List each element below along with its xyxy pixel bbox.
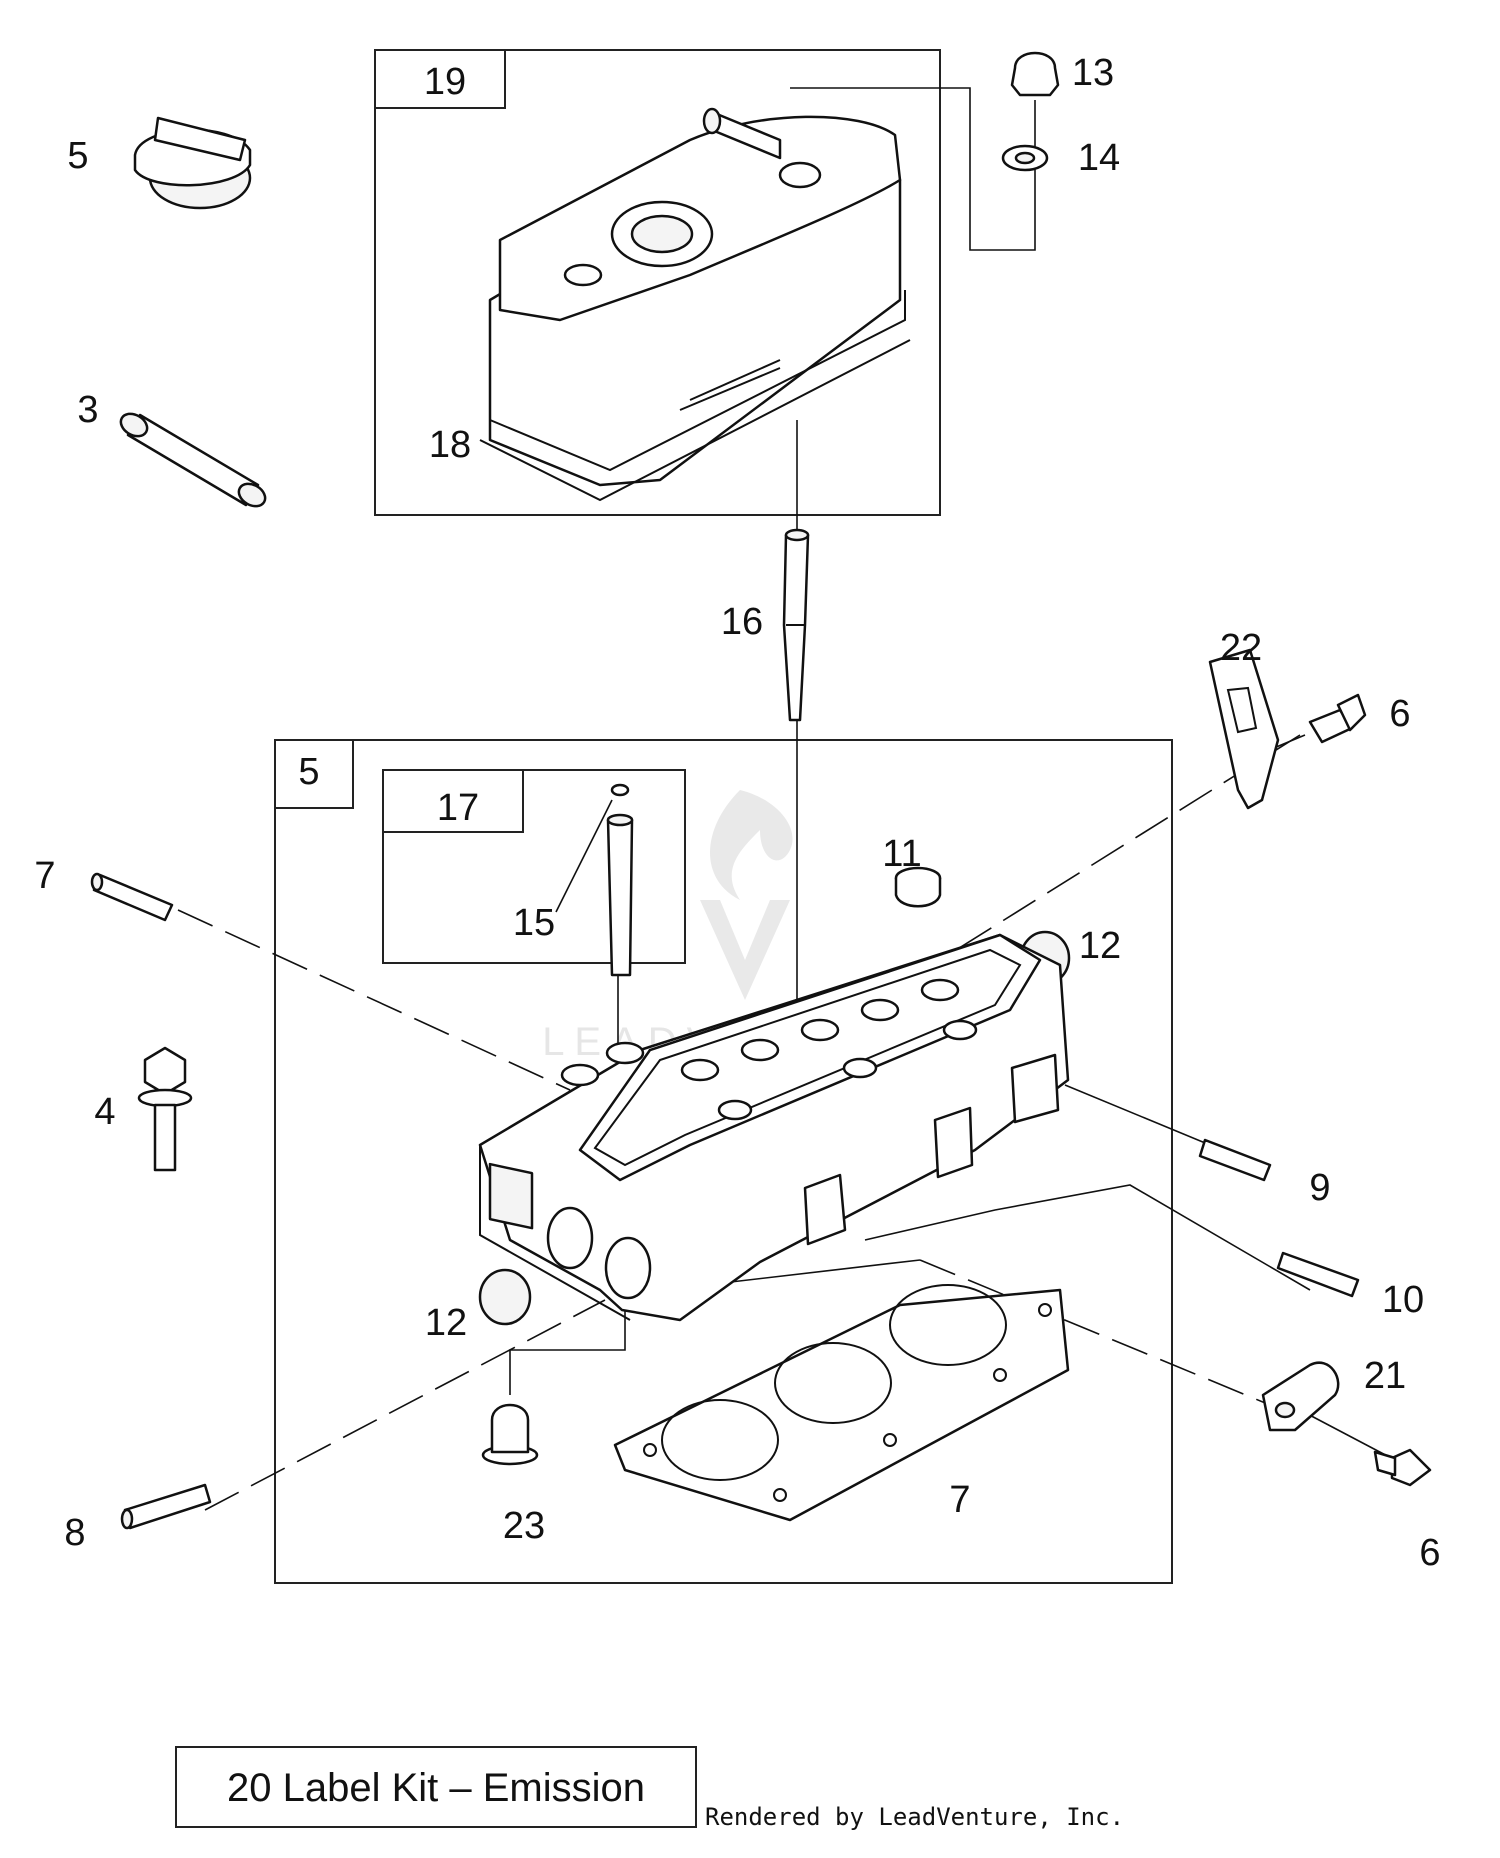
label-kit-frame: [175, 1746, 697, 1828]
cup-plug-11-part: [894, 866, 942, 908]
drain-plug-part: [481, 1403, 539, 1466]
callout-16: 16: [721, 601, 763, 643]
stud-10-part: [1276, 1251, 1360, 1298]
sleeve-part: [119, 412, 267, 508]
render-credit: Rendered by LeadVenture, Inc.: [705, 1803, 1124, 1831]
oil-filler-cap-part: [133, 116, 252, 210]
bolt-bottom-part: [1373, 1448, 1432, 1487]
label-kit-text: 20 Label Kit – Emission: [227, 1766, 645, 1810]
dashline-21: [919, 1259, 1271, 1406]
callout-18: 18: [429, 424, 471, 466]
watermark-flame-icon: [710, 790, 793, 900]
callout-5: 5: [67, 135, 88, 177]
callout-12-bottom: 12: [425, 1302, 467, 1344]
group-frame-5: [274, 739, 1173, 1584]
flange-bolt-part: [137, 1046, 193, 1172]
leader-6-bottom: [1299, 1409, 1396, 1461]
callout-3: 3: [77, 389, 98, 431]
group-frames: 19 5 17: [274, 49, 1173, 1584]
leader-9: [1064, 1084, 1211, 1146]
callout-23: 23: [503, 1505, 545, 1547]
dashline-7-top: [177, 909, 571, 1091]
group-label-19: 19: [424, 61, 466, 103]
stud-7-part: [90, 872, 174, 922]
callout-11: 11: [882, 833, 921, 875]
long-stud-part: [782, 528, 810, 722]
leader-10: [864, 1184, 1311, 1291]
group-label-box-19: [374, 49, 506, 109]
leader-15: [555, 799, 613, 913]
callout-9: 9: [1309, 1167, 1330, 1209]
callout-14: 14: [1078, 137, 1120, 179]
leader-13-14: [790, 87, 1036, 251]
bolt-top-part: [1308, 693, 1367, 744]
rocker-cover-part: [479, 107, 911, 502]
group-label-17: 17: [437, 787, 479, 829]
callout-8: 8: [64, 1512, 85, 1554]
group-label-box-17: [382, 769, 524, 833]
group-label-5: 5: [298, 751, 319, 793]
callout-7-gasket: 7: [949, 1479, 970, 1521]
group-frame-17: [382, 769, 686, 964]
lifting-bracket-part: [1208, 648, 1280, 810]
cup-plug-12-bottom-part: [478, 1268, 532, 1326]
callout-6-bottom: 6: [1419, 1532, 1440, 1574]
head-gasket-part: [613, 1284, 1070, 1522]
small-bracket-part: [1261, 1361, 1340, 1432]
group-frame-19: [374, 49, 941, 516]
cylinder-head-part: [478, 933, 1070, 1322]
cap-nut-part: [1010, 51, 1060, 97]
callout-10: 10: [1382, 1279, 1424, 1321]
callout-13: 13: [1072, 52, 1114, 94]
callout-6-top: 6: [1389, 693, 1410, 735]
watermark-v-icon: [700, 900, 790, 1000]
washer-part: [1001, 144, 1049, 172]
pin-assembly-part: [606, 783, 634, 977]
label-kit-note: 20 Label Kit – Emission: [175, 1746, 697, 1828]
callout-15: 15: [513, 902, 555, 944]
callout-7-top: 7: [34, 855, 55, 897]
stud-8-part: [120, 1483, 212, 1530]
dashline-22: [899, 734, 1301, 986]
callout-12-top: 12: [1079, 925, 1121, 967]
dashline-8: [204, 1299, 606, 1511]
stud-9-part: [1198, 1138, 1272, 1182]
callout-22: 22: [1220, 627, 1262, 669]
callout-21: 21: [1364, 1355, 1406, 1397]
callout-labels: 3 4 5 6 6 7 7 8 9 10 11 12 12 13 14 15 1…: [34, 52, 1440, 1574]
callout-4: 4: [94, 1091, 115, 1133]
leader-21-arm: [704, 1259, 921, 1286]
group-label-box-5: [274, 739, 354, 809]
